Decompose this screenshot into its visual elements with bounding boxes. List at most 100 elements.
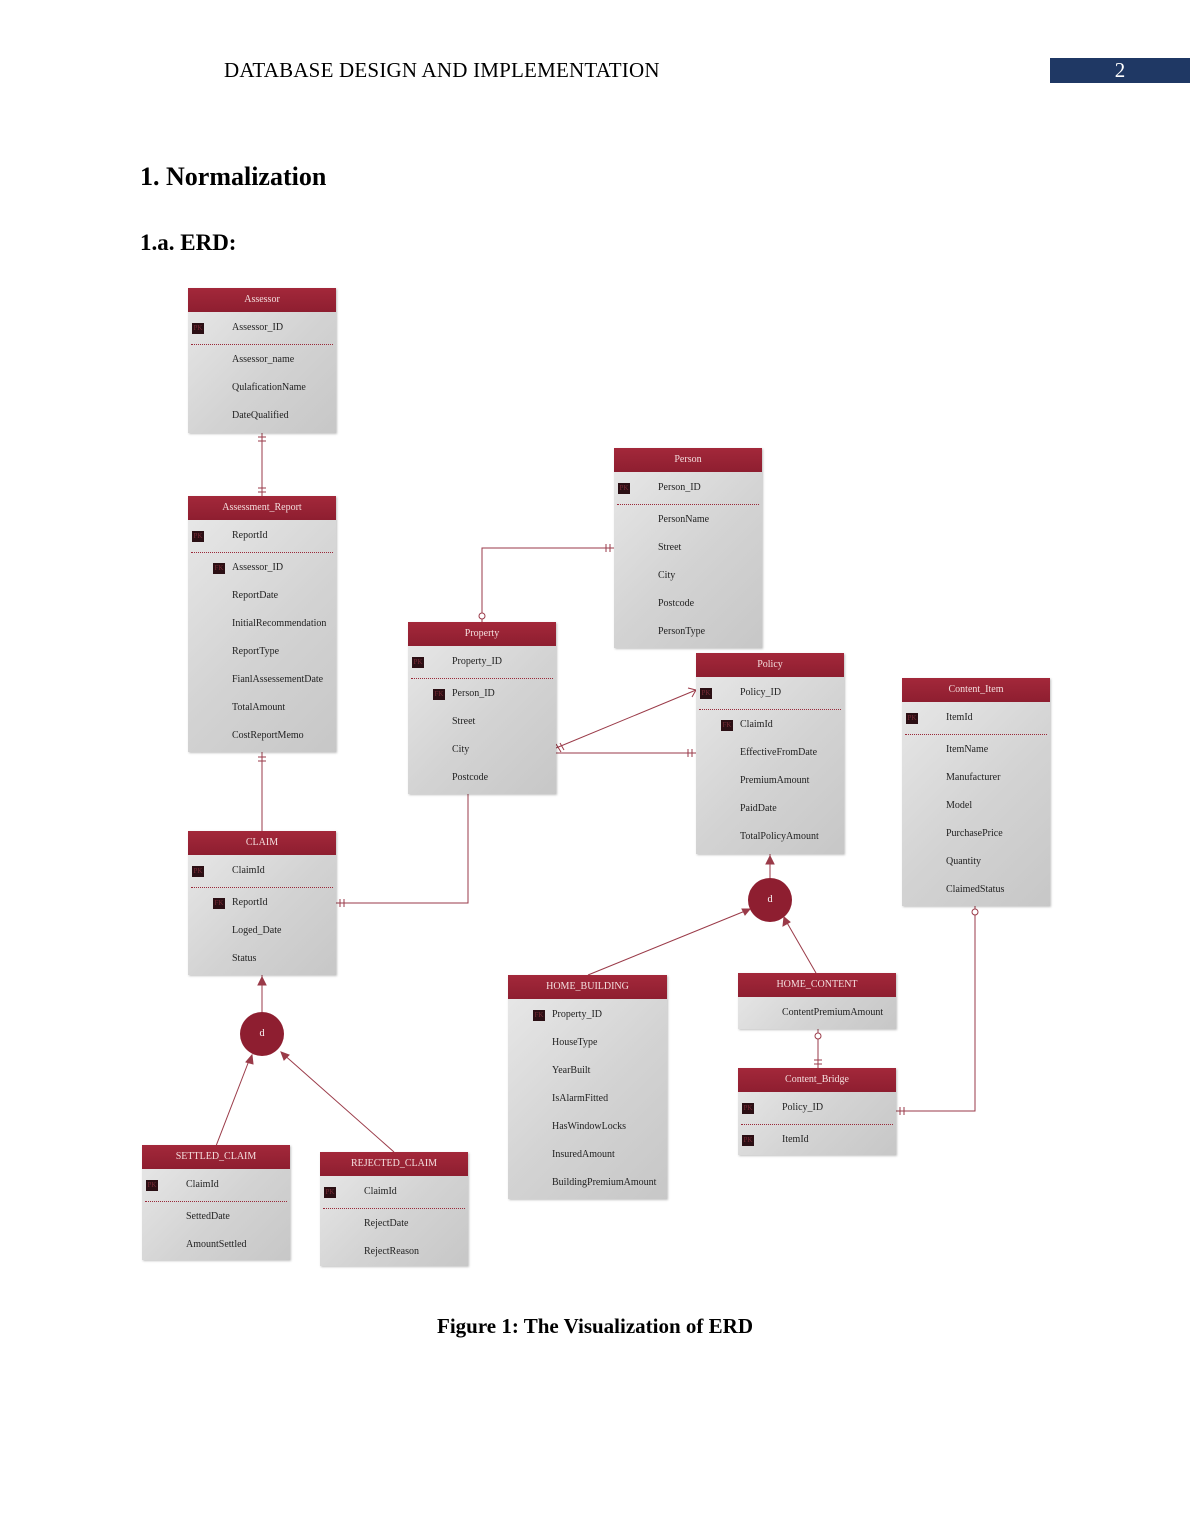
- entity-policy: Policy PK Policy_ID FK ClaimId Effective…: [696, 653, 844, 854]
- policy-disjoint-circle: d: [748, 878, 792, 922]
- rel-claim-policy: [336, 752, 696, 904]
- entity-title: HOME_BUILDING: [508, 975, 667, 999]
- entity-title: HOME_CONTENT: [738, 973, 896, 997]
- pk-attribute: ClaimId: [186, 1179, 219, 1190]
- pk-attribute: ItemId: [782, 1134, 809, 1145]
- attribute: Model: [946, 800, 973, 811]
- key-separator: [323, 1208, 465, 1209]
- entity-title: Policy: [696, 653, 844, 677]
- attribute: ItemName: [946, 744, 989, 755]
- key-separator: [191, 552, 333, 553]
- entity-assessment-report: Assessment_Report PK ReportId FK Assesso…: [188, 496, 336, 752]
- claim-disjoint-circle: d: [240, 1012, 284, 1056]
- entity-title: Content_Bridge: [738, 1068, 896, 1092]
- fk-badge: FK: [433, 689, 445, 700]
- entity-home-content: HOME_CONTENT ContentPremiumAmount: [738, 973, 896, 1029]
- entity-assessor: Assessor PK Assessor_ID Assessor_name Qu…: [188, 288, 336, 433]
- key-separator: [191, 344, 333, 345]
- fk-attribute: ClaimId: [740, 719, 773, 730]
- fk-attribute: Property_ID: [552, 1009, 602, 1020]
- entity-title: Assessment_Report: [188, 496, 336, 520]
- pk-attribute: ReportId: [232, 530, 268, 541]
- attribute: ContentPremiumAmount: [782, 1007, 884, 1018]
- rel-person-property: [481, 547, 614, 622]
- attribute: TotalPolicyAmount: [740, 831, 819, 842]
- pk-badge: PK: [412, 657, 424, 668]
- attribute: PaidDate: [740, 803, 777, 814]
- attribute: City: [452, 744, 470, 755]
- fk-badge: FK: [721, 720, 733, 731]
- attribute: PurchasePrice: [946, 828, 1003, 839]
- attribute: InitialRecommendation: [232, 618, 327, 629]
- attribute: Quantity: [946, 856, 981, 867]
- pk-badge: PK: [906, 713, 918, 724]
- attribute: Postcode: [452, 772, 489, 783]
- pk-badge: PK: [192, 531, 204, 542]
- pk-badge: PK: [742, 1135, 754, 1146]
- entity-settled-claim: SETTLED_CLAIM PK ClaimId SettedDate Amou…: [142, 1145, 290, 1260]
- pk-attribute: Property_ID: [452, 656, 502, 667]
- pk-attribute: Policy_ID: [782, 1102, 824, 1113]
- attribute: Postcode: [658, 598, 695, 609]
- fk-attribute: ReportId: [232, 897, 268, 908]
- pk-attribute: Person_ID: [658, 482, 701, 493]
- attribute: Loged_Date: [232, 925, 282, 936]
- attribute: AmountSettled: [186, 1239, 247, 1250]
- attribute: QulaficationName: [232, 382, 306, 393]
- entity-claim: CLAIM PK ClaimId FK ReportId Loged_Date …: [188, 831, 336, 975]
- attribute: Street: [452, 716, 476, 727]
- attribute: City: [658, 570, 676, 581]
- entity-rejected-claim: REJECTED_CLAIM PK ClaimId RejectDate Rej…: [320, 1152, 468, 1266]
- attribute: Assessor_name: [232, 354, 295, 365]
- figure-caption: Figure 1: The Visualization of ERD: [437, 1314, 753, 1338]
- subsection-heading: 1.a. ERD:: [140, 230, 237, 255]
- pk-badge: PK: [618, 483, 630, 494]
- attribute: YearBuilt: [552, 1065, 591, 1076]
- fk-badge: FK: [213, 898, 225, 909]
- key-separator: [699, 709, 841, 710]
- attribute: SettedDate: [186, 1211, 230, 1222]
- entity-content-bridge: Content_Bridge PK Policy_ID PK ItemId: [738, 1068, 896, 1155]
- attribute: PersonName: [658, 514, 710, 525]
- page-number: 2: [1050, 58, 1190, 83]
- fk-badge: FK: [213, 563, 225, 574]
- key-separator: [905, 734, 1047, 735]
- key-separator: [617, 504, 759, 505]
- entity-title: Person: [614, 448, 762, 472]
- key-separator: [145, 1201, 287, 1202]
- attribute: FianlAssessementDate: [232, 674, 324, 685]
- pk-badge: PK: [742, 1103, 754, 1114]
- entity-title: REJECTED_CLAIM: [320, 1152, 468, 1176]
- section-heading: 1. Normalization: [140, 162, 327, 191]
- pk-attribute: ClaimId: [232, 865, 265, 876]
- pk-badge: PK: [146, 1180, 158, 1191]
- attribute: Manufacturer: [946, 772, 1001, 783]
- entity-title: Assessor: [188, 288, 336, 312]
- attribute: DateQualified: [232, 410, 289, 421]
- pk-badge: PK: [192, 866, 204, 877]
- rel-item-bridge: [896, 906, 976, 1112]
- pk-attribute: Assessor_ID: [232, 322, 284, 333]
- entity-title: CLAIM: [188, 831, 336, 855]
- attribute: Status: [232, 953, 257, 964]
- attribute: PersonType: [658, 626, 706, 637]
- pk-badge: PK: [324, 1187, 336, 1198]
- running-head: DATABASE DESIGN AND IMPLEMENTATION: [224, 58, 660, 82]
- attribute: TotalAmount: [232, 702, 286, 713]
- pk-attribute: ItemId: [946, 712, 973, 723]
- entity-property: Property PK Property_ID FK Person_ID Str…: [408, 622, 556, 794]
- pk-attribute: Policy_ID: [740, 687, 782, 698]
- attribute: RejectReason: [364, 1246, 419, 1257]
- attribute: HouseType: [552, 1037, 598, 1048]
- key-separator: [191, 887, 333, 888]
- attribute: EffectiveFromDate: [740, 747, 818, 758]
- attribute: InsuredAmount: [552, 1149, 615, 1160]
- pk-attribute: ClaimId: [364, 1186, 397, 1197]
- entity-home-building: HOME_BUILDING FK Property_ID HouseType Y…: [508, 975, 667, 1199]
- pk-badge: PK: [192, 323, 204, 334]
- fk-attribute: Person_ID: [452, 688, 495, 699]
- rel-property-policy: [555, 689, 697, 749]
- attribute: BuildingPremiumAmount: [552, 1177, 657, 1188]
- entity-content-item: Content_Item PK ItemId ItemName Manufact…: [902, 678, 1050, 906]
